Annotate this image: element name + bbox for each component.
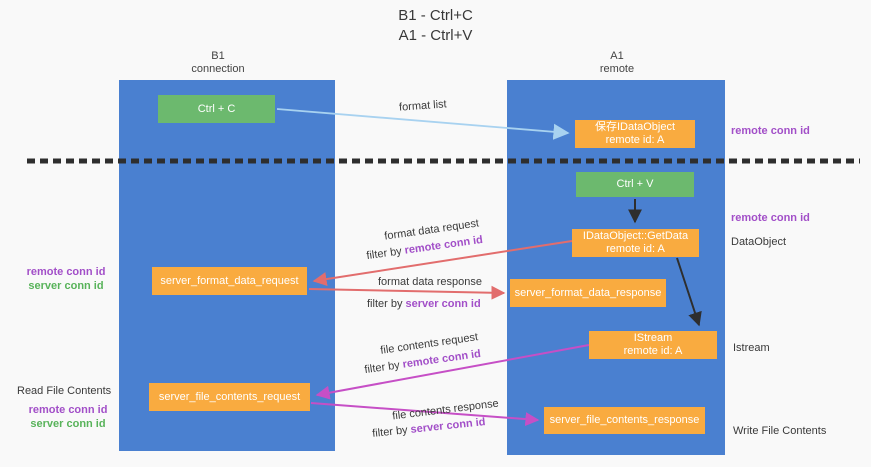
column-a1-subtitle: remote <box>599 63 635 75</box>
ctrl-v-label: Ctrl + V <box>616 178 654 190</box>
save-idataobject-box: 保存IDataObject remote id: A <box>575 120 695 148</box>
server-file-contents-response-label: server_file_contents_response <box>549 414 700 426</box>
istream-box: IStream remote id: A <box>589 331 717 359</box>
column-b1-name: B1 <box>211 50 225 62</box>
label-format-list: format list <box>398 98 448 114</box>
column-b1-header: B1 connection <box>158 50 278 76</box>
istream-line1: IStream <box>633 332 673 344</box>
server-format-data-response-box: server_format_data_response <box>510 279 666 307</box>
remote-conn-id-label: remote conn id <box>28 404 108 416</box>
getdata-box: IDataObject::GetData remote id: A <box>572 229 699 257</box>
filter-by-text: filter by <box>365 244 406 263</box>
getdata-line2: remote id: A <box>606 243 665 255</box>
server-file-contents-request-box: server_file_contents_request <box>149 383 310 411</box>
server-conn-id-label: server conn id <box>28 280 104 292</box>
diagram-title: B1 - Ctrl+C A1 - Ctrl+V <box>0 6 871 46</box>
label-write-file-contents: Write File Contents <box>733 425 827 437</box>
label-filter-remote-conn-id-1: filter by remote conn id <box>366 234 484 262</box>
server-format-data-request-label: server_format_data_request <box>160 274 299 287</box>
column-a1-name: A1 <box>610 50 624 62</box>
label-dataobject: DataObject <box>731 236 787 248</box>
server-conn-id-label: server conn id <box>30 418 106 430</box>
remote-conn-id-label: remote conn id <box>26 266 106 278</box>
left-conn-id-labels-1: remote conn id server conn id <box>20 265 112 293</box>
server-format-data-response-label: server_format_data_response <box>514 286 662 299</box>
server-conn-id-text: server conn id <box>409 416 487 436</box>
server-file-contents-response-box: server_file_contents_response <box>544 407 705 434</box>
server-format-data-request-box: server_format_data_request <box>152 267 307 295</box>
ctrl-c-label: Ctrl + C <box>197 102 236 115</box>
ctrl-c-box: Ctrl + C <box>158 95 275 123</box>
title-line-2: A1 - Ctrl+V <box>398 27 473 44</box>
column-b1-subtitle: connection <box>191 63 245 75</box>
save-idataobject-line2: remote id: A <box>605 134 665 146</box>
istream-line2: remote id: A <box>623 345 683 357</box>
server-conn-id-text: server conn id <box>405 298 481 310</box>
label-filter-server-conn-id-1: filter by server conn id <box>367 298 481 310</box>
left-conn-id-labels-2: remote conn id server conn id <box>22 403 114 431</box>
ctrl-v-box: Ctrl + V <box>576 172 694 197</box>
filter-by-text: filter by <box>367 298 406 310</box>
label-filter-server-conn-id-2: filter by server conn id <box>372 416 486 440</box>
server-file-contents-request-label: server_file_contents_request <box>158 390 301 403</box>
title-line-1: B1 - Ctrl+C <box>398 7 473 24</box>
column-a1-header: A1 remote <box>557 50 677 76</box>
filter-by-text: filter by <box>363 358 404 377</box>
getdata-line1: IDataObject::GetData <box>582 230 689 242</box>
label-read-file-contents: Read File Contents <box>17 385 112 397</box>
label-istream: Istream <box>733 342 770 354</box>
right-remote-conn-id-1: remote conn id <box>731 125 810 137</box>
save-idataobject-line1: 保存IDataObject <box>594 121 676 133</box>
filter-by-text: filter by <box>371 423 412 440</box>
arrow-format-data-response <box>308 285 506 300</box>
right-remote-conn-id-2: remote conn id <box>731 212 810 224</box>
label-format-data-response: format data response <box>378 276 482 288</box>
